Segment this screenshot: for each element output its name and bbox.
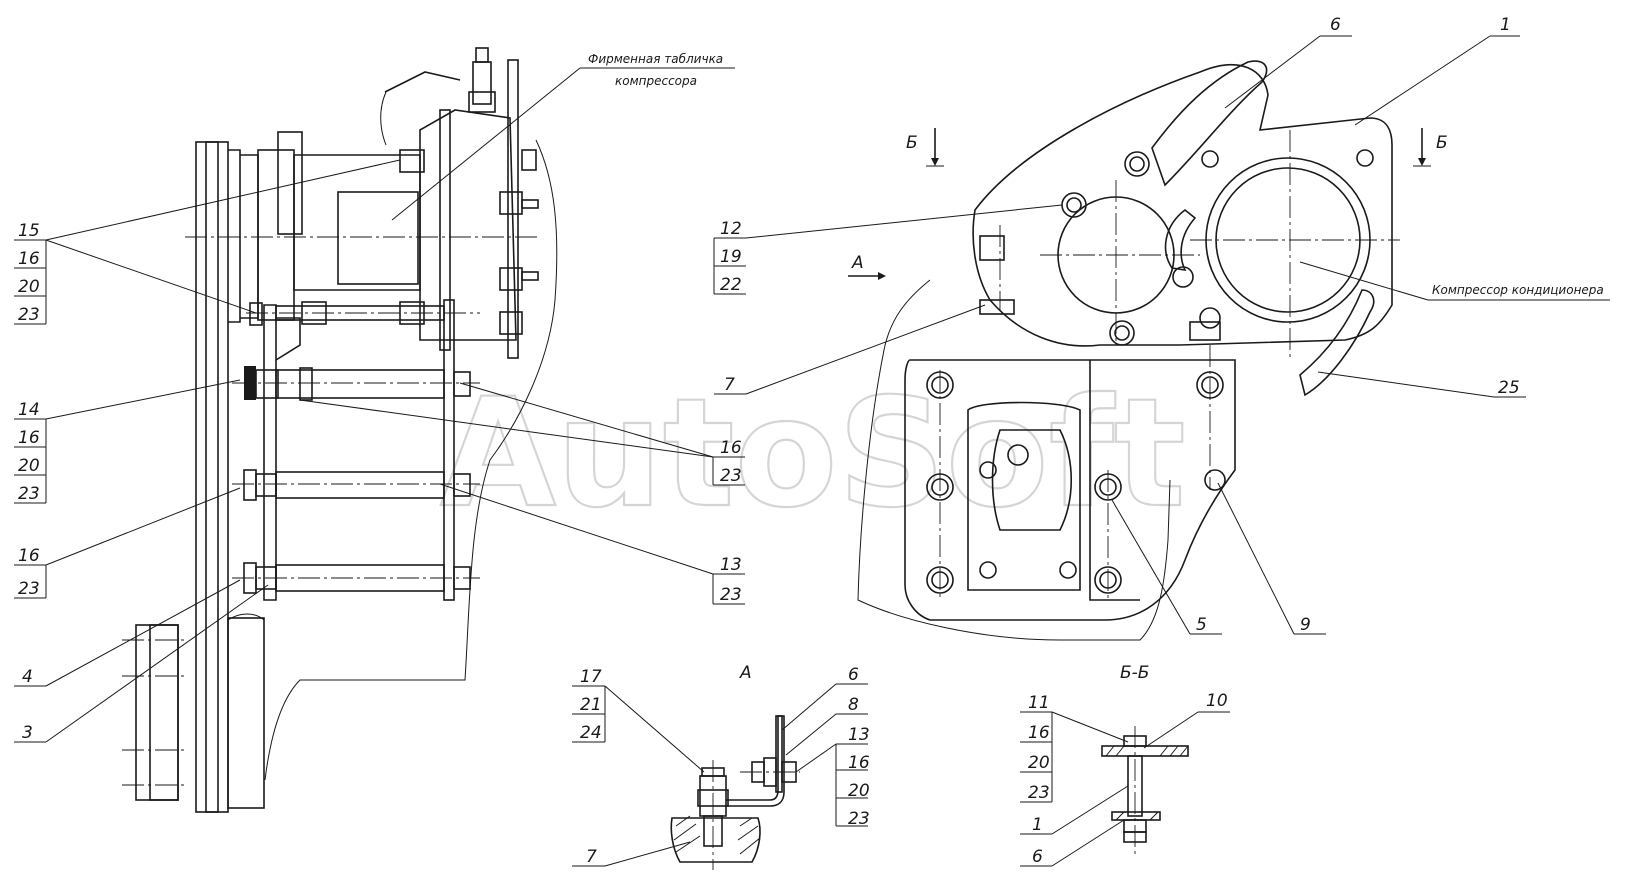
compressor-body [293,154,421,291]
callout-7-view-a: 7 [586,847,597,867]
callout-6: 6 [1330,15,1341,35]
callout-20-view-a: 20 [848,781,870,801]
callout-16: 16 [18,249,40,269]
callout-23b: 23 [18,484,40,504]
view-a: А 17 21 24 6 8 13 16 [572,663,870,870]
callout-13: 13 [720,555,742,575]
callout-9: 9 [1300,615,1311,635]
section-bb: Б-Б 11 16 20 23 10 1 6 [1020,663,1230,867]
callout-23: 23 [18,305,40,325]
nameplate-note: Фирменная табличка компрессора [391,52,735,221]
mounting-bracket [904,359,1236,621]
callout-21: 21 [580,695,602,715]
callout-16-view-a: 16 [848,753,870,773]
right-callouts: 12 19 22 7 6 1 Компрессор кондиционера 2… [713,15,1610,635]
middle-callouts: 16 23 13 23 [299,382,745,605]
nameplate [337,191,419,285]
compressor-note: Компрессор кондиционера [1432,283,1604,297]
callout-6-view-a: 6 [848,665,859,685]
bolts-upper [979,149,1374,346]
direction-a: А [851,253,864,273]
watermark: AutoSoft [440,367,1186,541]
front-view [857,60,1400,641]
section-bb-title: Б-Б [1120,663,1149,683]
callout-24: 24 [580,723,602,743]
callout-25: 25 [1498,378,1520,398]
left-callouts: 15 16 20 23 14 16 20 23 16 23 4 3 [14,159,401,743]
callout-3: 3 [22,723,33,743]
pulley-rim [195,141,229,813]
compressor-housing [972,63,1393,347]
callout-4: 4 [22,667,33,687]
callout-5: 5 [1196,615,1207,635]
callout-7: 7 [724,375,735,395]
callout-16c: 16 [18,546,40,566]
callout-15: 15 [18,221,40,241]
callout-1-section: 1 [1032,815,1043,835]
nameplate-note-line2: компрессора [615,74,697,88]
callout-19: 19 [720,247,742,267]
section-mark-right: Б [1436,133,1448,153]
callout-6-section: 6 [1032,847,1043,867]
callout-20: 20 [18,277,40,297]
callout-22: 22 [720,275,742,295]
section-mark-left: Б [906,133,918,153]
section-marks: Б Б А [848,128,1448,280]
callout-8: 8 [848,695,859,715]
callout-23-view-a: 23 [848,809,870,829]
callout-23-section: 23 [1028,783,1050,803]
callout-1: 1 [1500,15,1511,35]
callout-23c: 23 [18,579,40,599]
callout-14: 14 [18,400,40,420]
callout-12: 12 [720,219,742,239]
view-a-title: А [739,663,752,683]
callout-13-view-a: 13 [848,725,870,745]
callout-20b: 20 [18,456,40,476]
callout-16-section: 16 [1028,723,1050,743]
callout-11: 11 [1028,693,1050,713]
nameplate-note-line1: Фирменная табличка [588,52,723,66]
callout-16d: 16 [720,438,742,458]
callout-23d: 23 [720,466,742,486]
callout-23e: 23 [720,585,742,605]
callout-20-section: 20 [1028,753,1050,773]
callout-10: 10 [1206,691,1228,711]
callout-17: 17 [580,667,602,687]
callout-16b: 16 [18,428,40,448]
